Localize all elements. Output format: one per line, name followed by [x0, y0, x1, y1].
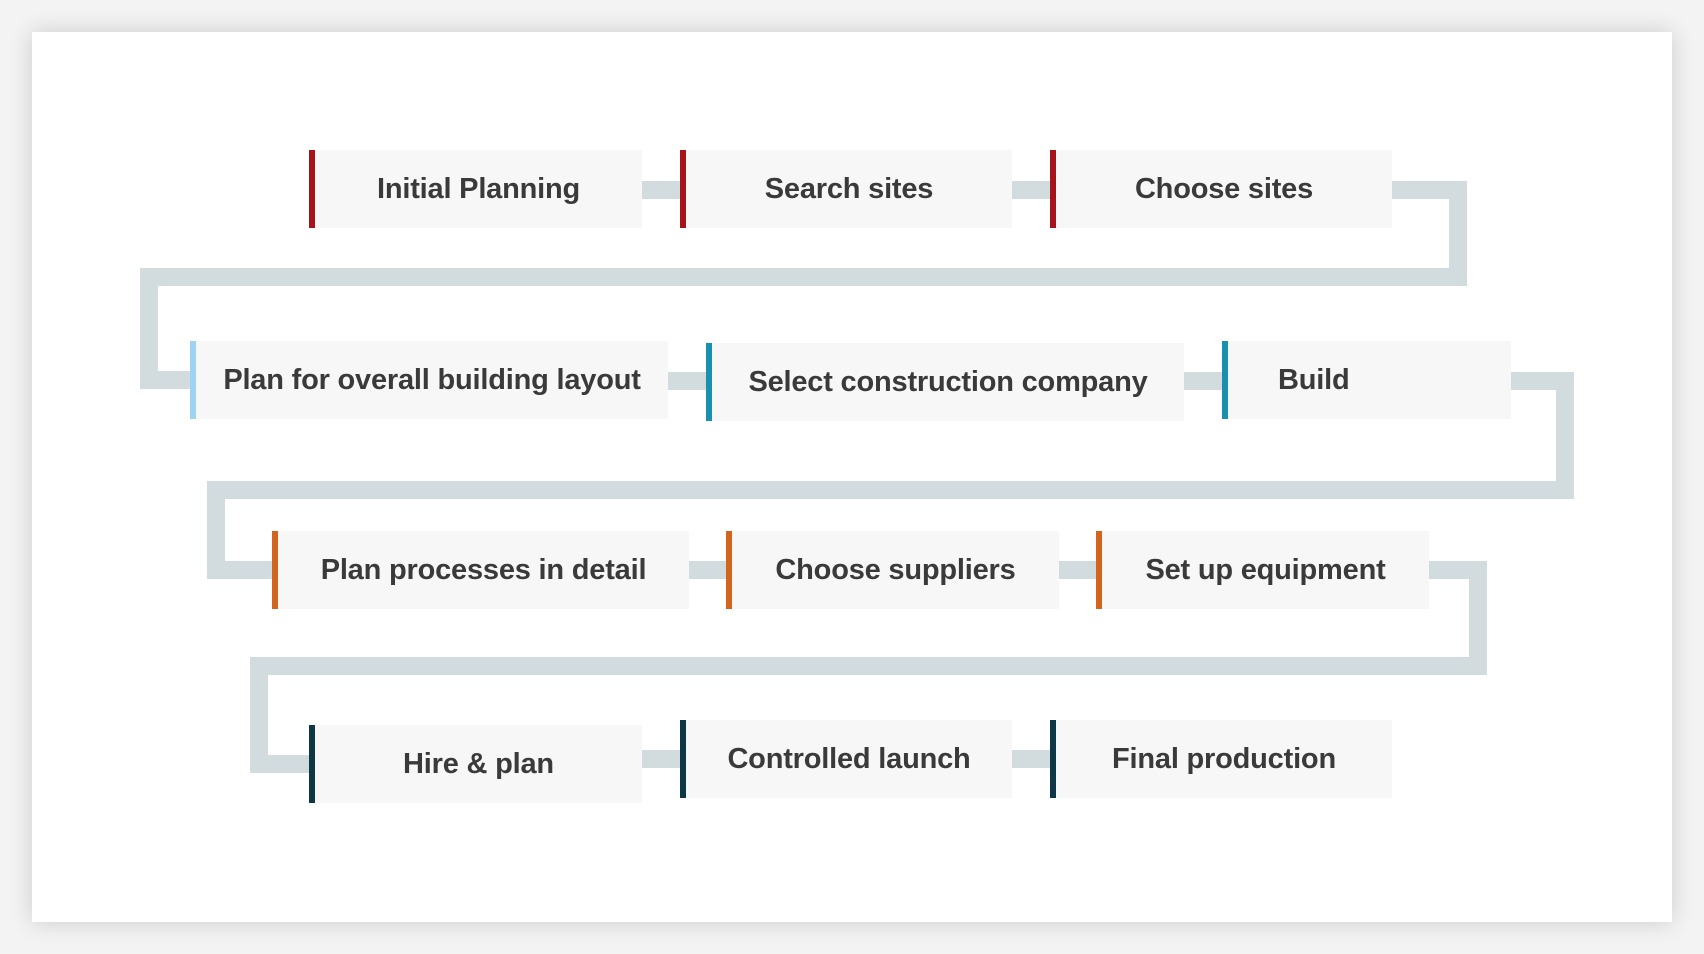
step-plan-building-layout: Plan for overall building layout: [190, 341, 668, 419]
step-set-up-equipment: Set up equipment: [1096, 531, 1429, 609]
connector-row2-row3: [207, 372, 1574, 579]
step-label: Set up equipment: [1145, 553, 1386, 586]
step-label: Choose sites: [1134, 172, 1314, 205]
connector-row1-row2: [140, 181, 1467, 389]
step-plan-processes: Plan processes in detail: [272, 531, 689, 609]
step-final-production: Final production: [1050, 720, 1392, 798]
step-hire-and-plan: Hire & plan: [309, 725, 642, 803]
step-label: Controlled launch: [727, 742, 971, 775]
step-label: Search sites: [764, 172, 934, 205]
step-select-construction-company: Select construction company: [706, 343, 1184, 421]
step-label: Plan for overall building layout: [223, 363, 641, 396]
step-label: Final production: [1112, 742, 1336, 775]
step-search-sites: Search sites: [680, 150, 1012, 228]
connector-row3-row4: [250, 561, 1487, 773]
step-controlled-launch: Controlled launch: [680, 720, 1012, 798]
step-build: Build: [1222, 341, 1511, 419]
step-label: Choose suppliers: [775, 553, 1016, 586]
step-initial-planning: Initial Planning: [309, 150, 642, 228]
step-label: Select construction company: [748, 365, 1148, 398]
step-label: Plan processes in detail: [320, 553, 647, 586]
step-label: Build: [1278, 363, 1350, 396]
step-label: Initial Planning: [376, 172, 581, 205]
step-choose-sites: Choose sites: [1050, 150, 1392, 228]
step-choose-suppliers: Choose suppliers: [726, 531, 1059, 609]
step-label: Hire & plan: [403, 747, 554, 780]
